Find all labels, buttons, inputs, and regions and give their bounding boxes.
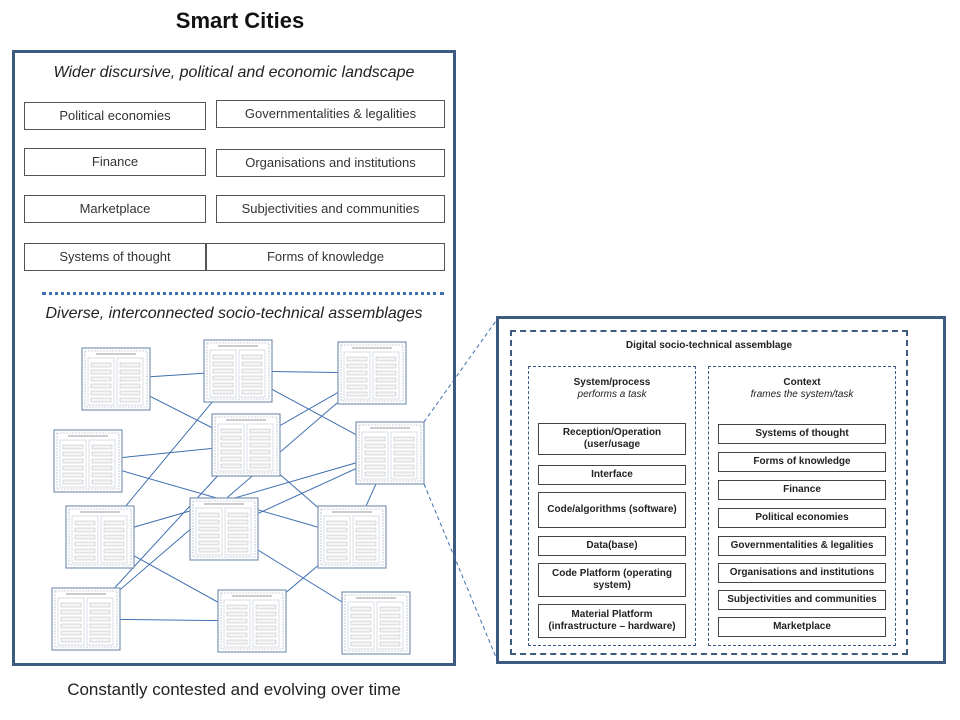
mini-assemblage [51,587,121,651]
mini-assemblage [317,505,387,569]
assemblages-heading: Diverse, interconnected socio-technical … [45,305,423,322]
context-column [708,366,896,646]
context-item-governmentalities: Governmentalities & legalities [718,536,886,556]
context-item-subjectivities: Subjectivities and communities [718,590,886,610]
mini-assemblage [211,413,281,477]
system-item-database: Data(base) [538,536,686,556]
smart-cities-frame [12,50,456,666]
system-column [528,366,696,646]
mini-assemblage [189,497,259,561]
context-item-forms-of-knowledge: Forms of knowledge [718,452,886,472]
network-link [85,372,373,620]
landscape-item-forms-of-knowledge: Forms of knowledge [206,243,445,271]
mini-assemblage [65,505,135,569]
context-item-organisations: Organisations and institutions [718,563,886,583]
assemblage-zoom-frame [496,316,946,664]
context-title: Context [783,377,821,388]
assemblage-outline [510,330,908,655]
context-item-finance: Finance [718,480,886,500]
network-link [99,452,391,538]
mini-assemblage [341,591,411,655]
landscape-item-systems-of-thought: Systems of thought [24,243,206,271]
landscape-item-governmentalities: Governmentalities & legalities [216,100,445,128]
section-divider [42,292,444,295]
mini-assemblage [203,339,273,403]
system-item-interface: Interface [538,465,686,485]
landscape-item-finance: Finance [24,148,206,176]
landscape-item-political-economies: Political economies [24,102,206,130]
landscape-heading: Wider discursive, political and economic… [53,64,415,81]
footer-caption: Constantly contested and evolving over t… [67,680,401,699]
mini-assemblage [217,589,287,653]
system-item-code-platform: Code Platform (operating system) [538,563,686,597]
system-item-code-algorithms: Code/algorithms (software) [538,492,686,528]
system-item-material-platform: Material Platform (infrastructure – hard… [538,604,686,638]
system-subtitle: performs a task [577,389,647,400]
mini-assemblage [81,347,151,411]
landscape-item-marketplace: Marketplace [24,195,206,223]
context-item-systems-of-thought: Systems of thought [718,424,886,444]
context-item-marketplace: Marketplace [718,617,886,637]
zoom-connector [423,483,499,663]
landscape-item-subjectivities: Subjectivities and communities [216,195,445,223]
mini-assemblage [337,341,407,405]
system-title: System/process [573,377,651,388]
mini-assemblage [53,429,123,493]
zoom-connector [423,317,499,423]
context-subtitle: frames the system/task [750,389,854,400]
page-title: Smart Cities [175,8,305,33]
landscape-item-organisations: Organisations and institutions [216,149,445,177]
system-item-reception: Reception/Operation (user/usage [538,423,686,455]
assemblage-title: Digital socio-technical assemblage [625,340,793,351]
mini-assemblage [355,421,425,485]
context-item-political-economies: Political economies [718,508,886,528]
